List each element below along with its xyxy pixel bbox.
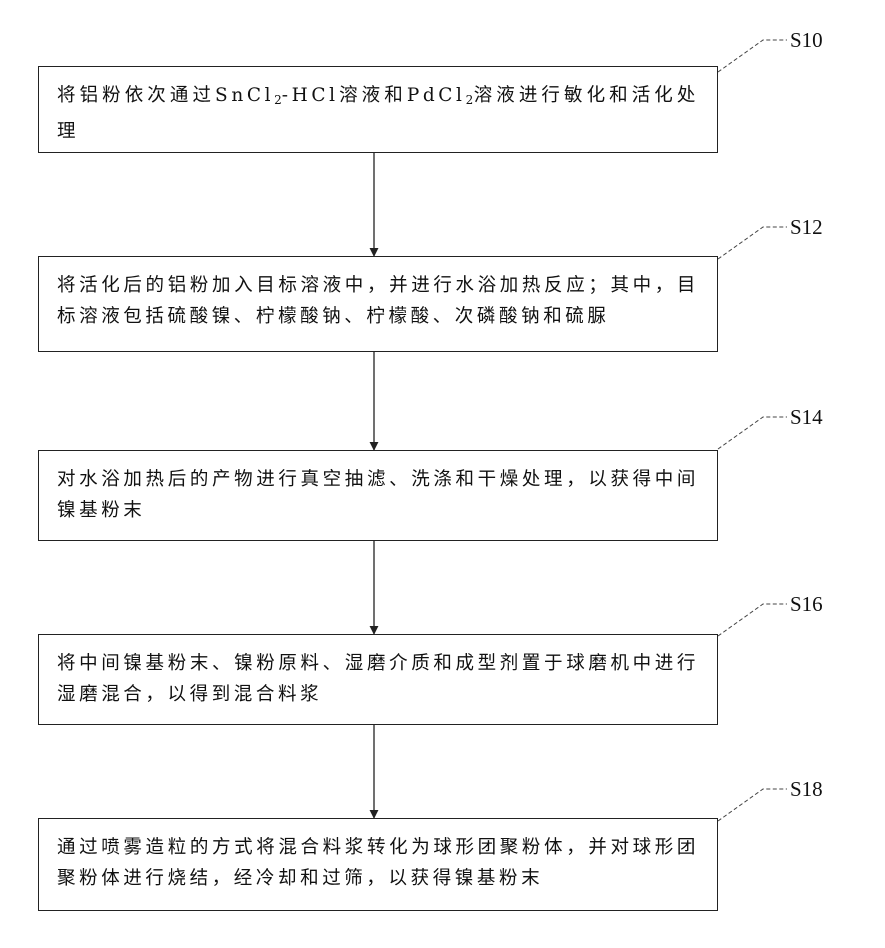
step-label-s12: S12 — [790, 215, 823, 240]
leader-line-s12 — [718, 227, 787, 259]
step-label-s18: S18 — [790, 777, 823, 802]
step-box-s14: 对水浴加热后的产物进行真空抽滤、洗涤和干燥处理，以获得中间镍基粉末 — [38, 450, 718, 541]
step-label-s10: S10 — [790, 28, 823, 53]
step-box-s12: 将活化后的铝粉加入目标溶液中，并进行水浴加热反应；其中，目标溶液包括硫酸镍、柠檬… — [38, 256, 718, 352]
leader-line-s14 — [718, 417, 787, 449]
step-box-s18: 通过喷雾造粒的方式将混合料浆转化为球形团聚粉体，并对球形团聚粉体进行烧结，经冷却… — [38, 818, 718, 911]
step-box-s10: 将铝粉依次通过SnCl2-HCl溶液和PdCl2溶液进行敏化和活化处理 — [38, 66, 718, 153]
leader-line-s16 — [718, 604, 787, 636]
step-box-s16: 将中间镍基粉末、镍粉原料、湿磨介质和成型剂置于球磨机中进行湿磨混合，以得到混合料… — [38, 634, 718, 725]
step-text-s14: 对水浴加热后的产物进行真空抽滤、洗涤和干燥处理，以获得中间镍基粉末 — [57, 464, 699, 526]
leader-line-s18 — [718, 789, 787, 821]
leader-line-s10 — [718, 40, 787, 72]
step-text-s12: 将活化后的铝粉加入目标溶液中，并进行水浴加热反应；其中，目标溶液包括硫酸镍、柠檬… — [57, 270, 699, 332]
step-label-s16: S16 — [790, 592, 823, 617]
step-text-s16: 将中间镍基粉末、镍粉原料、湿磨介质和成型剂置于球磨机中进行湿磨混合，以得到混合料… — [57, 648, 699, 710]
step-label-s14: S14 — [790, 405, 823, 430]
step-text-s10: 将铝粉依次通过SnCl2-HCl溶液和PdCl2溶液进行敏化和活化处理 — [57, 80, 699, 147]
step-text-s18: 通过喷雾造粒的方式将混合料浆转化为球形团聚粉体，并对球形团聚粉体进行烧结，经冷却… — [57, 832, 699, 894]
